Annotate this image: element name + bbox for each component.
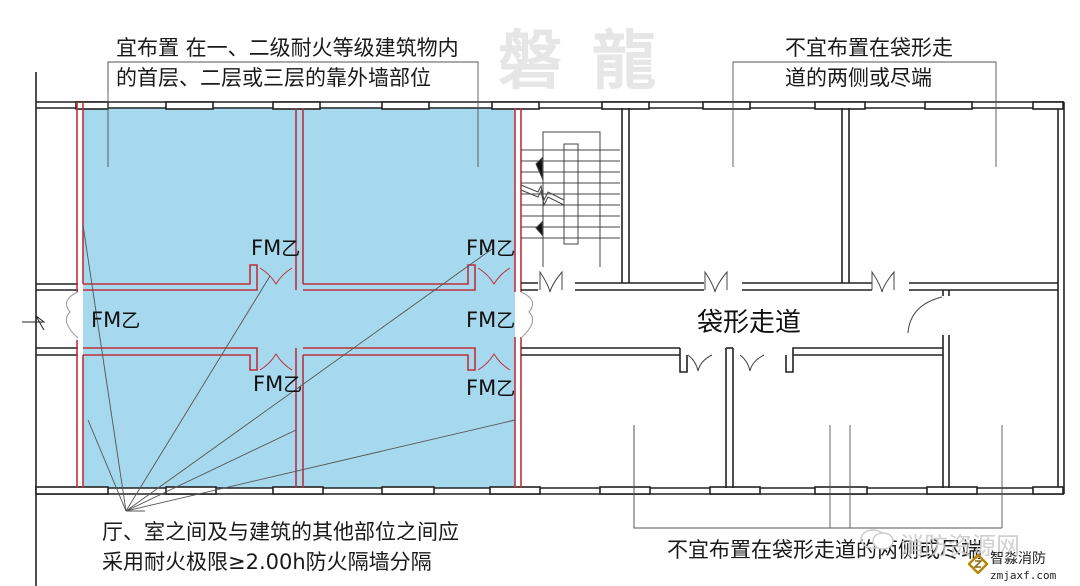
fire-door-code: FM xyxy=(466,376,497,400)
watermark-url: zmjaxf.com xyxy=(990,569,1057,582)
windows-top xyxy=(75,101,1064,110)
fire-door-label: FM乙 xyxy=(253,370,302,397)
fire-walls xyxy=(76,102,522,488)
watermark-brand: 智淼消防 xyxy=(990,551,1046,567)
interior-walls xyxy=(521,108,1058,488)
fire-door-grade: 乙 xyxy=(496,378,516,400)
annotation-top-left-line2: 的首层、二层或三层的靠外墙部位 xyxy=(116,66,431,90)
corridor-label: 袋形走道 xyxy=(697,308,802,338)
fire-door-grade: 乙 xyxy=(281,238,301,260)
annotation-bottom-left-line1: 厅、室之间及与建筑的其他部位之间应 xyxy=(102,520,459,544)
exit-break-mark xyxy=(22,315,46,331)
door-swings xyxy=(539,270,943,372)
annotation-bottom-right: 不宜布置在袋形走道的两侧或尽端 xyxy=(667,538,982,562)
fire-door-code: FM xyxy=(91,308,122,332)
highlighted-area xyxy=(83,108,515,488)
fire-door-code: FM xyxy=(251,236,282,260)
windows-bottom xyxy=(35,486,1064,495)
brand-logo-icon xyxy=(968,554,988,574)
annotation-top-left-line1: 宜布置 在一、二级耐火等级建筑物内 xyxy=(116,36,459,60)
annotation-top-right-line1: 不宜布置在袋形走 xyxy=(785,36,953,60)
fire-door-label: FM乙 xyxy=(466,306,515,333)
annotation-bottom-left-line2: 采用耐火极限≥2.00h防火隔墙分隔 xyxy=(102,550,432,574)
fire-door-label: FM乙 xyxy=(466,234,515,261)
fire-door-code: FM xyxy=(466,236,497,260)
watermark-site: 消防资源网 xyxy=(900,532,1020,560)
staircase xyxy=(520,131,620,267)
fire-door-code: FM xyxy=(253,372,284,396)
fire-door-grade: 乙 xyxy=(496,238,516,260)
fire-door-label: FM乙 xyxy=(466,374,515,401)
fire-door-swings xyxy=(65,267,534,371)
chat-bubble-icon xyxy=(860,529,894,550)
watermark-logo: 磐龍 xyxy=(498,24,686,99)
fire-door-grade: 乙 xyxy=(283,374,303,396)
fire-door-grade: 乙 xyxy=(496,310,516,332)
annotation-top-right-line2: 道的两侧或尽端 xyxy=(785,66,932,90)
fire-door-code: FM xyxy=(466,308,497,332)
leader-lines xyxy=(82,61,1003,529)
fire-door-label: FM乙 xyxy=(91,306,140,333)
fire-door-grade: 乙 xyxy=(121,310,141,332)
fire-door-label: FM乙 xyxy=(251,234,300,261)
